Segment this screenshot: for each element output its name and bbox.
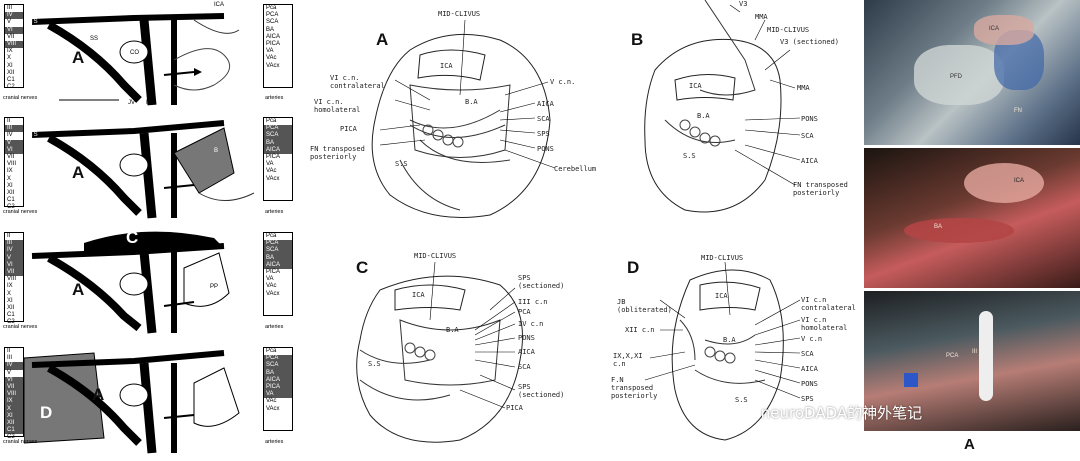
schematic-drawing-3 <box>31 231 230 334</box>
artery-legend: Pca PCA SCA BA AICA PICA VA VAc VAcx <box>263 347 293 431</box>
drawing-c: C MID-CLIVUS SPS (sectioned) ICA III c.n… <box>300 240 600 461</box>
schematic-drawing-1 <box>31 13 240 106</box>
schematic-panel-2: II III IV V VI VII VIII IX X XI XII C1 C… <box>0 113 298 223</box>
photo-middle: ICA BA <box>864 148 1080 288</box>
cranial-nerve-legend: II III IV V VI VII VIII IX X XI XII C1 C… <box>4 232 24 325</box>
cranial-nerve-legend: III IV V VI VII VIII IX X XI XII C1 C2 <box>4 4 24 90</box>
artery-legend: Pca PCA SCA BA AICA PICA VA VAc VAcx <box>263 232 293 316</box>
photo-letter: A <box>964 436 975 453</box>
drawing-c-illustration <box>356 261 523 443</box>
photo-bottom: PCA III <box>864 291 1080 431</box>
watermark: neuroDADA的神外笔记 <box>735 402 922 423</box>
drawing-b: B V3 MMA MID-CLIVUS V3 (sectioned) ICA M… <box>605 0 860 230</box>
schematic-panel-3: II III IV V VI VII VIII IX X XI XII C1 C… <box>0 228 298 338</box>
cranial-nerve-legend: II III IV V VI VII VIII IX X XI XII C1 C… <box>4 117 24 210</box>
drawing-d-illustration <box>644 261 801 441</box>
wechat-icon <box>735 406 753 421</box>
schematic-column: III IV V VI VII VIII IX X XI XII C1 C2 A <box>0 0 298 461</box>
cranial-nerve-legend: II III IV V VI VII VIII IX X XI XII C1 C… <box>4 347 24 440</box>
artery-legend: Pca PCA SCA BA AICA PICA VA VAc VAcx <box>263 117 293 201</box>
drawing-b-illustration <box>644 0 801 213</box>
schematic-panel-4: II III IV V VI VII VIII IX X XI XII C1 C… <box>0 343 298 461</box>
drawing-d: D MID-CLIVUS JB (obliterated) ICA XII c.… <box>605 240 860 461</box>
drawing-a-illustration <box>371 19 556 218</box>
schematic-drawing-2 <box>31 120 255 219</box>
schematic-panel-1: III IV V VI VII VIII IX X XI XII C1 C2 A <box>0 0 298 110</box>
drawing-a: A MID-CLIVUS ICA VI c.n. contralateral V… <box>300 0 600 230</box>
schematic-drawing-4 <box>24 350 240 454</box>
photo-top: ICA PFD FN <box>864 0 1080 145</box>
region-letter-a: A <box>72 48 85 67</box>
artery-legend: Pca PCA SCA BA AICA PICA VA VAc VAcx <box>263 4 293 88</box>
surgical-photos: ICA PFD FN ICA BA PCA III A <box>864 0 1080 461</box>
